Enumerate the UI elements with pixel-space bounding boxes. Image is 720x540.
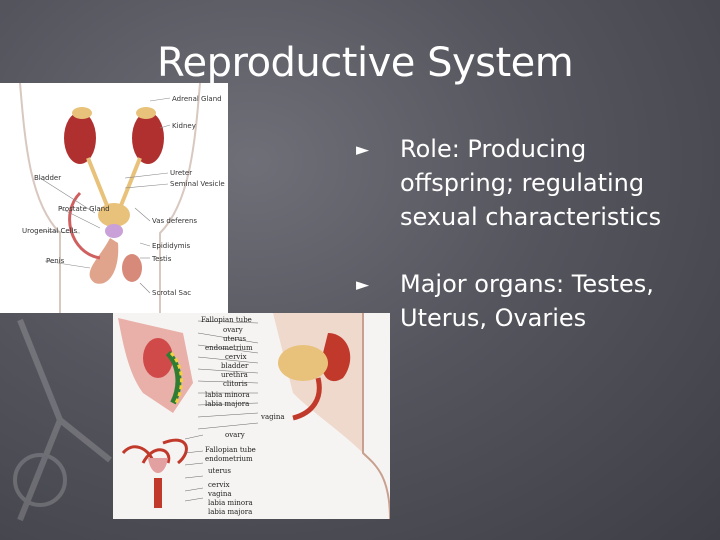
label-penis: Penis	[46, 257, 65, 265]
label-prostate-gland: Prostate Gland	[58, 205, 110, 213]
label-adrenal-gland: Adrenal Gland	[172, 95, 222, 103]
male-anatomy-diagram: Adrenal Gland Kidney Ureter Seminal Vesi…	[19, 82, 225, 313]
label-endometrium-front: endometrium	[205, 455, 253, 463]
bullet-marker-icon: ►	[356, 140, 370, 160]
label-ovary: ovary	[223, 326, 243, 334]
female-anatomy-figure: Fallopian tube ovary uterus endometrium …	[113, 313, 391, 520]
uterus-side	[321, 333, 351, 382]
label-endometrium: endometrium	[205, 344, 253, 352]
bladder-side	[278, 345, 328, 381]
label-ovary-front: ovary	[225, 431, 245, 439]
kidney-left	[64, 112, 96, 164]
label-uterus: uterus	[223, 335, 246, 343]
label-seminal-vesicle: Seminal Vesicle	[170, 180, 225, 188]
label-scrotal-sac: Scrotal Sac	[152, 289, 191, 297]
penis	[89, 238, 119, 284]
label-vagina-front: vagina	[207, 490, 232, 498]
slide-title: Reproductive System	[157, 40, 574, 86]
label-cervix-front: cervix	[208, 481, 230, 489]
bullet-list: ► Role: Producing offspring; regulating …	[356, 132, 686, 368]
label-urethra: urethra	[221, 371, 248, 379]
label-cervix: cervix	[225, 353, 247, 361]
label-labia-majora: labia majora	[205, 400, 249, 408]
bullet-role-text: Role: Producing offspring; regulating se…	[400, 135, 662, 231]
label-labia-minora-front: labia minora	[208, 499, 253, 507]
label-urogenital-cells: Urogenital Cells	[22, 227, 78, 235]
label-vas-deferens: Vas deferens	[152, 217, 197, 225]
label-epididymis: Epididymis	[152, 242, 191, 250]
kidney-right	[132, 112, 164, 164]
label-clitoris: clitoris	[223, 380, 248, 388]
label-ureter: Ureter	[170, 169, 192, 177]
uterus-front	[148, 458, 168, 473]
label-vagina: vagina	[260, 413, 285, 421]
label-fallopian-tube: Fallopian tube	[201, 316, 252, 324]
label-testis: Testis	[151, 255, 172, 263]
bullet-major-organs-text: Major organs: Testes, Uterus, Ovaries	[400, 270, 654, 332]
label-fallopian-tube-front: Fallopian tube	[205, 446, 256, 454]
bladder	[98, 203, 130, 227]
bullet-major-organs: ► Major organs: Testes, Uterus, Ovaries	[356, 267, 686, 335]
background-decoration	[13, 318, 112, 522]
female-anatomy-diagram: Fallopian tube ovary uterus endometrium …	[118, 313, 391, 520]
label-labia-majora-front: labia majora	[208, 508, 252, 516]
bullet-marker-icon: ►	[356, 275, 370, 295]
bullet-role: ► Role: Producing offspring; regulating …	[356, 132, 686, 234]
label-kidney: Kidney	[172, 122, 196, 130]
label-uterus-front: uterus	[208, 467, 231, 475]
label-labia-minora: labia minora	[205, 391, 250, 399]
label-bladder-f: bladder	[221, 362, 249, 370]
label-bladder: Bladder	[34, 174, 61, 182]
male-anatomy-figure: Adrenal Gland Kidney Ureter Seminal Vesi…	[0, 82, 228, 313]
testis	[122, 254, 142, 282]
